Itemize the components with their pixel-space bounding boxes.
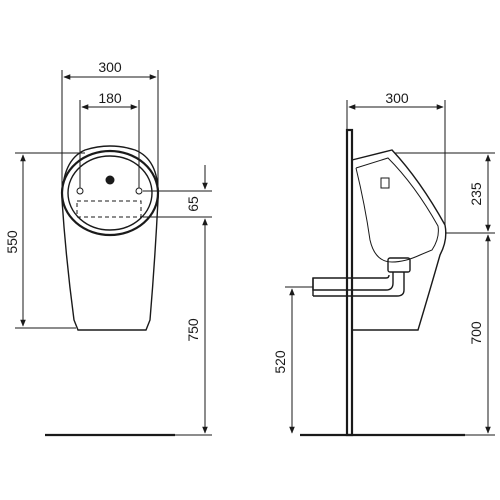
- urinal-inner-side: [355, 157, 439, 263]
- bowl-rim-outer: [60, 149, 160, 237]
- dimension-fixing-width: 180: [79, 90, 140, 188]
- sensor-icon: [105, 175, 115, 185]
- dim-label-fixing-height: 700: [468, 321, 484, 345]
- dimension-total-height: 550: [4, 152, 85, 329]
- side-view: 300 235 700 520: [272, 90, 495, 437]
- dim-label-fixing-width: 180: [98, 90, 122, 106]
- dim-label-mounting-height: 750: [185, 318, 201, 342]
- dim-label-fixing-offset: 65: [185, 196, 201, 212]
- dimension-overall-depth: 300: [346, 90, 446, 225]
- dimension-overall-width: 300: [61, 59, 159, 200]
- bowl-rim-inner: [67, 155, 153, 231]
- urinal-body-front: [61, 145, 159, 331]
- side-sensor-icon: [380, 177, 390, 189]
- urinal-body-side: [351, 149, 447, 331]
- dimension-fixing-height: 700: [465, 234, 495, 436]
- dimension-top-to-fixing: 235: [395, 152, 495, 234]
- waste-outlet: [312, 257, 411, 297]
- dim-label-outlet-height: 520: [272, 350, 288, 374]
- dim-label-overall-depth: 300: [385, 90, 409, 106]
- dimension-outlet-height: 520: [272, 286, 313, 434]
- dim-label-total-height: 550: [4, 230, 20, 254]
- fixing-points: [76, 187, 143, 218]
- dim-label-overall-width: 300: [98, 59, 122, 75]
- front-view: 300 180 550 65 750: [4, 59, 212, 437]
- dimension-mounting-height: 750: [175, 219, 212, 436]
- dim-label-top-to-fixing: 235: [468, 182, 484, 206]
- wall-section: [345, 128, 354, 437]
